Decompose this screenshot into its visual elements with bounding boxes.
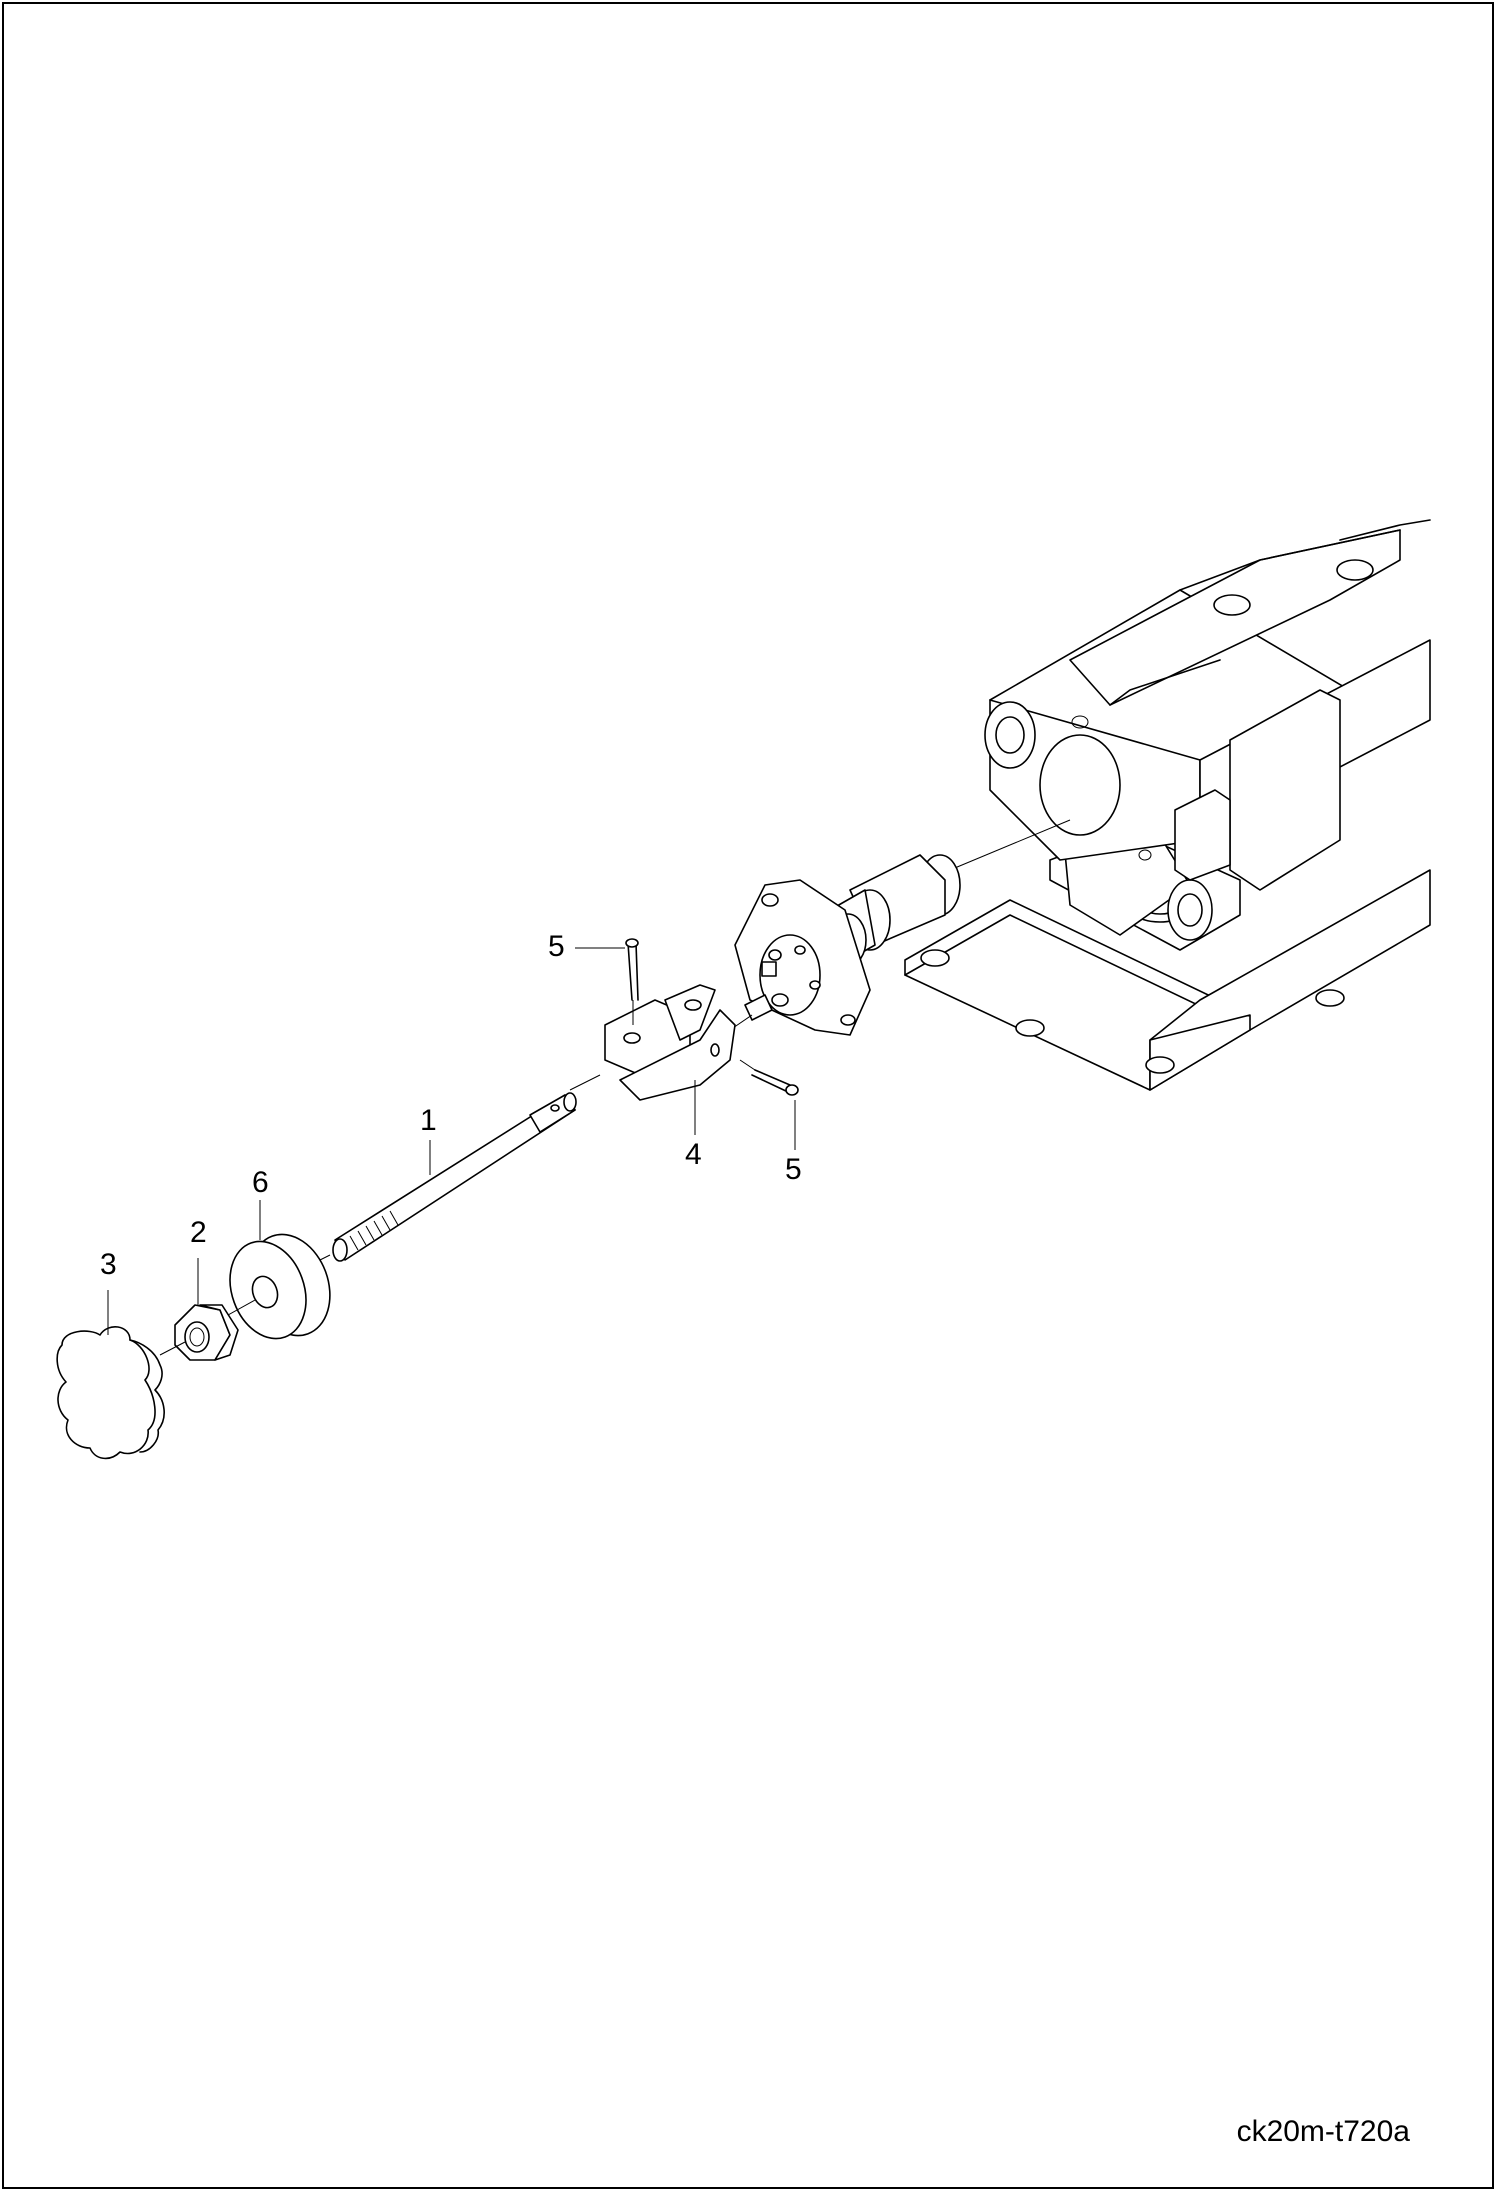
callout-5-upper: 5 [548,930,565,963]
callout-5-lower: 5 [785,1153,802,1186]
callout-1: 1 [420,1104,437,1137]
callout-3: 3 [100,1248,117,1281]
cotter-pin-upper [625,938,639,1025]
callout-2: 2 [190,1216,207,1249]
callout-6: 6 [252,1166,269,1199]
cotter-pin-lower [739,1059,799,1096]
washer-part-6 [209,1233,331,1340]
rod-part-1 [309,1092,577,1266]
clevis-part-4 [569,984,736,1101]
valve-assembly [729,819,1071,1036]
drawing-code: ck20m-t720a [1236,2115,1410,2148]
knob-part-3 [56,1326,165,1460]
nut-part-2 [159,1304,239,1361]
leader-lines [107,947,796,1335]
housing [904,519,1431,1091]
callout-4: 4 [685,1138,702,1171]
